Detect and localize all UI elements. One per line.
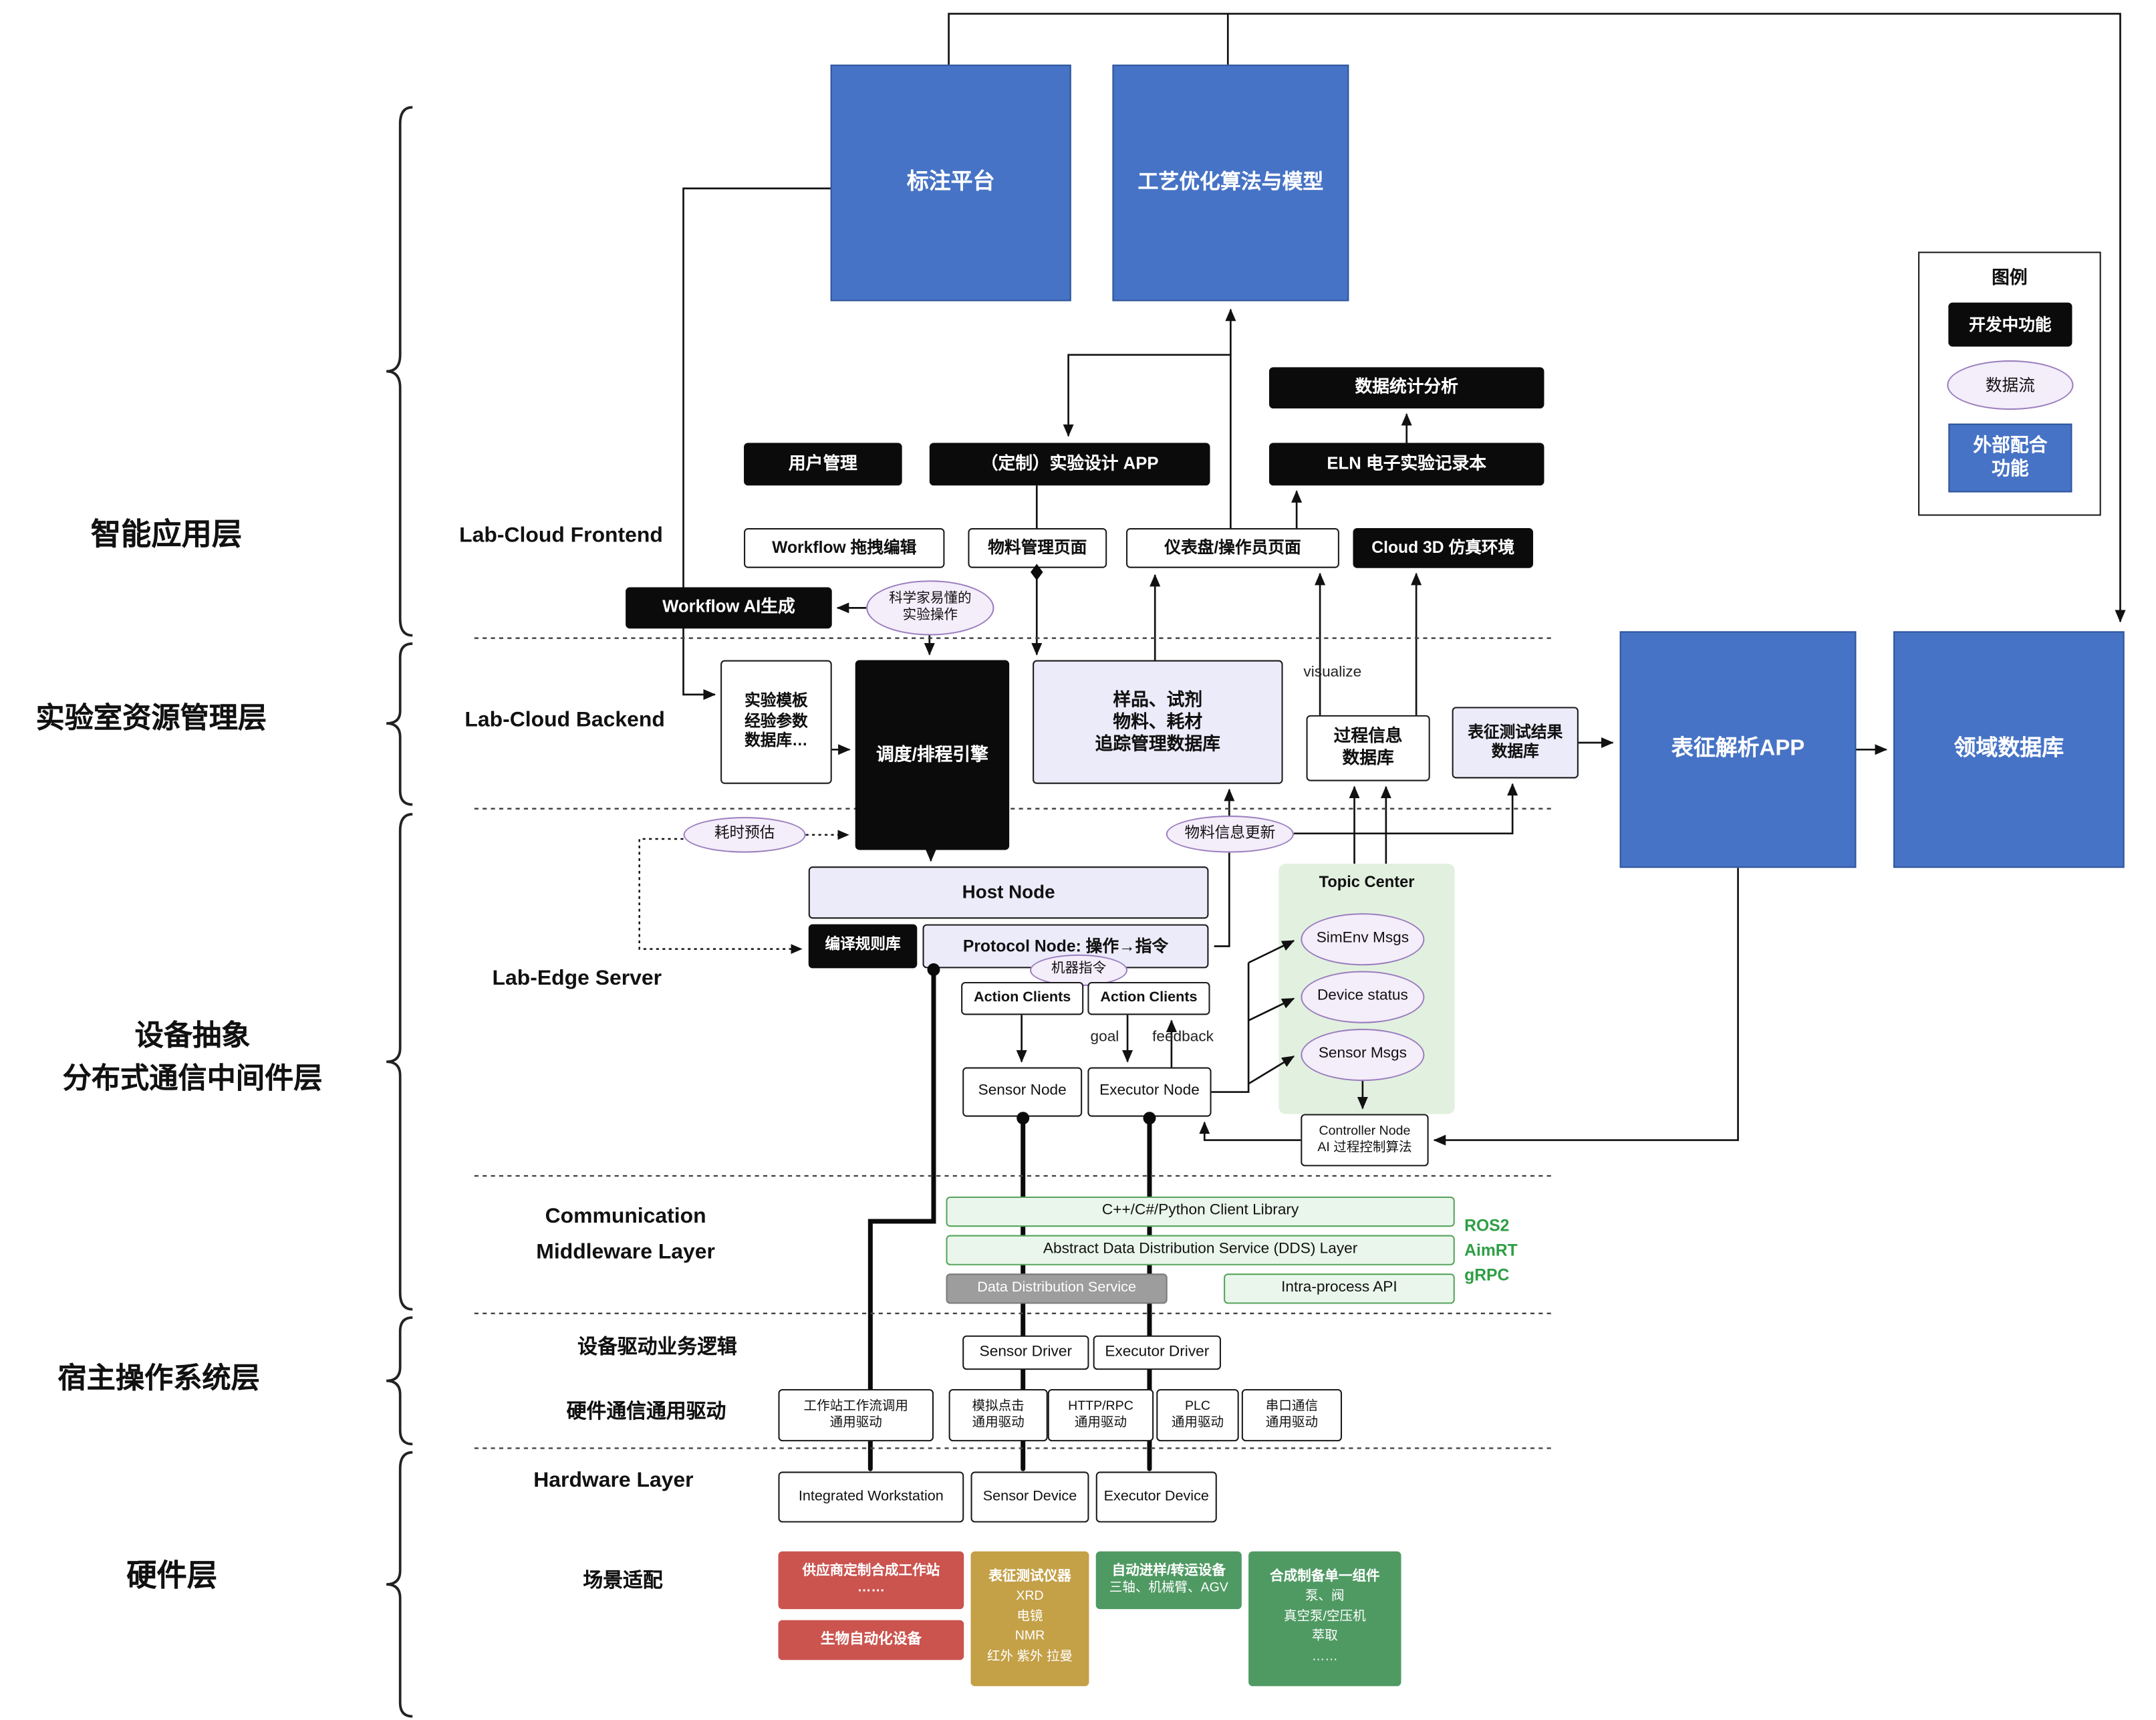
topic-fan-arrows	[1211, 940, 1368, 1110]
material-update-ellipse: 物料信息更新	[1166, 816, 1295, 853]
synth-component-title: 合成制备单一组件	[1270, 1570, 1380, 1585]
sensor-driver-box: Sensor Driver	[962, 1335, 1089, 1370]
synth-component-box: 合成制备单一组件 泵、阀 真空泵/空压机 萃取 ……	[1248, 1551, 1401, 1687]
layer-label-hostos: 宿主操作系统层	[57, 1362, 260, 1395]
arrows	[682, 13, 2126, 1146]
executor-device-box: Executor Device	[1095, 1471, 1217, 1523]
material-page-box: 物料管理页面	[968, 528, 1107, 568]
host-node-box: Host Node	[808, 866, 1209, 919]
action-clients-1-box: Action Clients	[961, 981, 1084, 1015]
eln-box: ELN 电子实验记录本	[1268, 443, 1544, 486]
user-mgmt-box: 用户管理	[744, 443, 902, 486]
dashboard-page-box: 仪表盘/操作员页面	[1126, 528, 1339, 568]
scientist-ops-ellipse: 科学家易懂的 实验操作	[866, 580, 994, 636]
charact-instrument-box: 表征测试仪器 XRD 电镜 NMR 红外 紫外 拉曼	[970, 1551, 1089, 1687]
section-label-frontend: Lab-Cloud Frontend	[459, 523, 663, 547]
plc-driver-box: PLC 通用驱动	[1156, 1388, 1239, 1442]
layer-label-app: 智能应用层	[90, 517, 243, 552]
legend-dataflow: 数据流	[1947, 360, 2074, 410]
bio-automation-box: 生物自动化设备	[778, 1620, 964, 1661]
visualize-label: visualize	[1303, 664, 1362, 681]
dotted-links	[638, 830, 849, 955]
machine-cmd-ellipse: 机器指令	[1029, 954, 1128, 987]
layer-label-device-line2: 分布式通信中间件层	[62, 1063, 323, 1095]
layer-braces	[386, 106, 413, 1718]
section-label-backend: Lab-Cloud Backend	[464, 708, 665, 732]
sensor-msgs-ellipse: Sensor Msgs	[1301, 1028, 1425, 1082]
layer-label-resource: 实验室资源管理层	[35, 703, 267, 735]
aimrt-label: AimRT	[1464, 1240, 1518, 1260]
transfer-device-items: 三轴、机械臂、AGV	[1109, 1580, 1228, 1596]
section-label-hw-driver: 硬件通信通用驱动	[566, 1401, 726, 1424]
cloud3d-box: Cloud 3D 仿真环境	[1353, 528, 1534, 568]
topic-center-title: Topic Center	[1319, 874, 1415, 892]
transfer-device-box: 自动进样/转运设备 三轴、机械臂、AGV	[1095, 1551, 1242, 1610]
legend-title: 图例	[1992, 267, 2028, 287]
ros2-label: ROS2	[1464, 1215, 1510, 1235]
layer-label-device-line1: 设备抽象	[134, 1020, 251, 1052]
section-label-middleware: Communication Middleware Layer	[536, 1205, 715, 1265]
vendor-workstation-box: 供应商定制合成工作站 ……	[778, 1551, 964, 1610]
simenv-msgs-ellipse: SimEnv Msgs	[1301, 913, 1425, 966]
time-estimate-ellipse: 耗时预估	[683, 817, 806, 853]
aggregation-diamond	[1031, 564, 1043, 581]
click-driver-box: 模拟点击 通用驱动	[948, 1388, 1048, 1442]
rule-lib-box: 编译规则库	[808, 924, 918, 969]
sensor-node-box: Sensor Node	[962, 1067, 1083, 1117]
grpc-label: gRPC	[1464, 1265, 1510, 1285]
workflow-ai-box: Workflow AI生成	[626, 587, 832, 629]
workflow-edit-box: Workflow 拖拽编辑	[744, 528, 945, 568]
data-stats-box: 数据统计分析	[1268, 367, 1544, 409]
layer-separators	[474, 637, 1551, 1449]
custom-app-box: （定制）实验设计 APP	[929, 443, 1210, 486]
process-db-box: 过程信息 数据库	[1306, 715, 1430, 781]
transfer-device-title: 自动进样/转运设备	[1111, 1563, 1226, 1579]
workstation-driver-box: 工作站工作流调用 通用驱动	[778, 1388, 934, 1442]
dds-layer-box: Abstract Data Distribution Service (DDS)…	[946, 1235, 1455, 1265]
legend-external: 外部配合 功能	[1948, 423, 2072, 493]
device-status-ellipse: Device status	[1301, 971, 1425, 1023]
scheduler-box: 调度/排程引擎	[855, 660, 1010, 850]
section-label-scene: 场景适配	[583, 1570, 663, 1593]
junction-dots	[927, 564, 1156, 1125]
section-label-edge: Lab-Edge Server	[492, 967, 662, 991]
goal-label: goal	[1090, 1028, 1119, 1046]
serial-driver-box: 串口通信 通用驱动	[1241, 1388, 1343, 1442]
section-label-driver-logic: 设备驱动业务逻辑	[577, 1336, 737, 1359]
executor-node-box: Executor Node	[1087, 1067, 1212, 1117]
process-optimization-box: 工艺优化算法与模型	[1112, 64, 1349, 301]
result-db-box: 表征测试结果 数据库	[1452, 707, 1579, 779]
integrated-workstation-box: Integrated Workstation	[778, 1471, 964, 1523]
executor-driver-box: Executor Driver	[1093, 1335, 1221, 1370]
synth-component-items: 泵、阀 真空泵/空压机 萃取 ……	[1283, 1588, 1366, 1665]
client-library-box: C++/C#/Python Client Library	[946, 1196, 1455, 1227]
domain-db-box: 领域数据库	[1893, 631, 2125, 868]
http-driver-box: HTTP/RPC 通用驱动	[1047, 1388, 1154, 1442]
sensor-device-box: Sensor Device	[970, 1471, 1089, 1523]
feedback-label: feedback	[1152, 1028, 1214, 1046]
charact-instrument-items: XRD 电镜 NMR 红外 紫外 拉曼	[986, 1588, 1073, 1665]
charact-instrument-title: 表征测试仪器	[988, 1570, 1071, 1585]
action-clients-2-box: Action Clients	[1087, 981, 1210, 1015]
sample-db-box: 样品、试剂 物料、耗材 追踪管理数据库	[1033, 660, 1283, 784]
layer-label-hardware: 硬件层	[126, 1558, 218, 1593]
intra-api-box: Intra-process API	[1224, 1273, 1455, 1304]
controller-node-box: Controller Node AI 过程控制算法	[1301, 1114, 1429, 1166]
section-label-hardware-layer: Hardware Layer	[533, 1469, 694, 1493]
template-db-box: 实验模板 经验参数 数据库…	[720, 660, 832, 784]
legend-developing: 开发中功能	[1948, 302, 2072, 347]
charact-analysis-app-box: 表征解析APP	[1619, 631, 1857, 868]
annotation-platform-box: 标注平台	[830, 64, 1071, 301]
dds-service-box: Data Distribution Service	[946, 1273, 1168, 1304]
